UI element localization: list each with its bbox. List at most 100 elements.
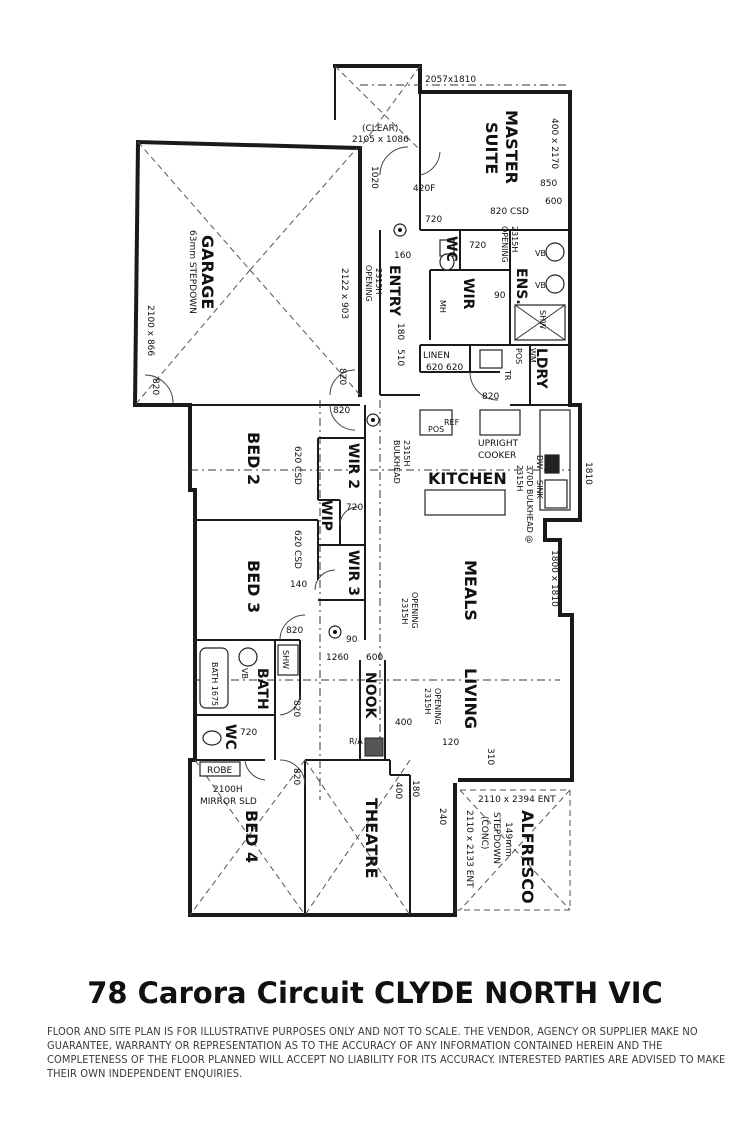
dim-label: 820 [150,378,160,395]
robe-icon [199,761,241,777]
dim-label: 600 [545,197,562,207]
dim-label: 2315H [515,465,524,491]
room-labels: MASTER SUITE GARAGE 63mm STEPDOWN ENTRY … [187,110,549,904]
room-label-bed3: BED 3 [244,560,263,613]
room-label-wc: WC [443,236,459,262]
dim-label: UPRIGHT [478,439,519,449]
dim-label: 620 620 [426,363,463,373]
dim-label: DW [535,455,544,469]
dim-label: 1020 [369,166,379,189]
dim-label: 1810 [583,462,593,485]
room-label-ensuite: ENS. [513,268,529,305]
dim-label: 90 [346,635,358,645]
bathtub-icon [199,647,229,709]
dim-label: 600 [366,653,383,663]
dim-label: 2315H [400,598,409,624]
dim-label: 180 [410,780,420,797]
dim-label: 820 [291,768,301,785]
floor-plan-drawing: MASTER SUITE GARAGE 63mm STEPDOWN ENTRY … [132,64,593,917]
dim-label: 2315H [374,268,383,294]
dim-label: 720 [240,728,257,738]
room-label-theatre: THEATRE [362,798,381,879]
smoke-detector-icon [328,625,342,639]
dim-label: REF [444,418,460,427]
dim-label: 510 [395,349,405,366]
room-label-alfresco: ALFRESCO [518,810,537,904]
dim-label: SHW [538,310,547,329]
dim-label: 820 CSD [490,207,529,217]
basin-icon [545,274,565,294]
dim-label: 2110 x 2133 ENT [464,810,474,888]
dim-label: 820 [291,700,301,717]
dim-label: POS [514,348,523,364]
dim-label: VB [535,281,546,290]
room-label-nook: NOOK [362,672,378,720]
room-label-wc2: WC [222,724,238,750]
dim-label: 720 [425,215,442,225]
dim-label: 820 [333,406,350,416]
dim-label: R/A [349,737,363,746]
dim-label: OPENING [410,592,419,629]
room-label-laundry: LDRY [533,348,549,390]
dim-label: SHW [281,650,290,669]
kitchen-island [424,489,506,516]
smoke-detector-icon [393,223,407,237]
dim-label: STEPDOWN [491,812,501,864]
smoke-detector-icon [366,413,380,427]
room-label-meals: MEALS [461,560,480,621]
dim-label: 2100H [213,785,243,795]
dim-label: 2315H [423,688,432,714]
dim-label: 720 [346,503,363,513]
dimension-labels: 2057x1810 (CLEAR) 2105 x 1086 1020 420F … [145,75,593,888]
room-label-bed2: BED 2 [244,432,263,485]
return-air-icon [364,737,384,757]
dim-label: 310 [485,748,495,765]
dim-label: ROBE [207,766,233,776]
dim-label: 820 [482,392,499,402]
dim-label: 149mm [503,822,513,857]
dim-label: 620 CSD [292,530,302,569]
dim-label: 2105 x 1086 [352,135,409,145]
dim-label: OPENING [500,226,509,263]
dim-label: 820 [286,626,303,636]
property-address: 78 Carora Circuit CLYDE NORTH VIC [87,976,663,1010]
trough-icon [479,349,503,369]
dim-label: 1800 x 1810 [549,550,559,607]
basin-icon [238,647,258,667]
fixtures [199,223,568,777]
dim-label: 2110 x 2394 ENT [478,795,556,805]
dim-label: 400 [395,718,412,728]
dim-label: 90 [494,291,506,301]
disclaimer-text: FLOOR AND SITE PLAN IS FOR ILLUSTRATIVE … [47,1025,726,1080]
exterior-walls [132,64,582,917]
dim-label: MIRROR SLD [200,797,257,807]
room-label-garage: GARAGE [198,235,217,309]
dim-label: (CLEAR) [362,124,398,134]
dim-label: 720 [469,241,486,251]
door-swings [144,146,499,786]
dim-label: 620 CSD [292,446,302,485]
room-label-living: LIVING [461,668,480,729]
dim-label: 2315H [402,440,411,466]
dim-label: OPENING [364,265,373,302]
floor-plan: MASTER SUITE GARAGE 63mm STEPDOWN ENTRY … [132,64,593,917]
dim-label: 240 [437,808,447,825]
room-label-wip: WIP [318,500,334,531]
dim-label: VB [535,249,546,258]
dim-label: 2122 x 903 [339,268,349,319]
room-label-master-line1: MASTER [502,110,521,184]
dim-label: 180 [395,323,405,340]
room-label-bath: BATH [254,668,270,710]
dim-label: COOKER [478,451,516,461]
dim-label: 160 [394,251,411,261]
dim-label: POS [428,425,444,434]
dim-label: 1260 [326,653,349,663]
room-label-entry: ENTRY [386,265,402,317]
dim-label: 2315H [510,226,519,252]
dim-label: TR [503,369,512,381]
toilet-icon [202,730,222,746]
dim-label: VB [240,668,249,679]
dim-label: 400 [393,782,403,799]
sink-icon [544,479,568,509]
dim-label: WM [528,348,537,363]
